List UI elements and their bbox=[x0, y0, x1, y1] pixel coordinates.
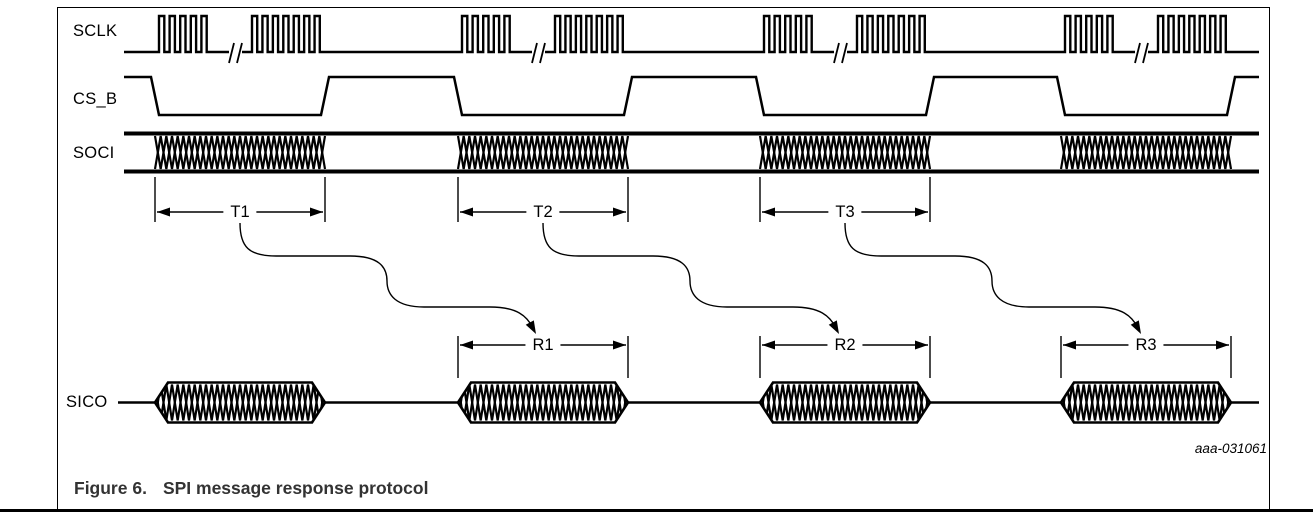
r1-interval-label: R1 bbox=[525, 334, 561, 356]
sico-waveform bbox=[118, 381, 1259, 424]
figure-number: Figure 6. bbox=[74, 478, 147, 498]
soci-waveform bbox=[124, 131, 1259, 174]
t-to-r-link-arrows bbox=[239, 222, 1141, 334]
t1-interval-label: T1 bbox=[223, 201, 257, 223]
figure-title: SPI message response protocol bbox=[162, 478, 429, 498]
figure-bottom-rule bbox=[0, 509, 1313, 512]
signal-label-sico: SICO bbox=[66, 393, 108, 411]
signal-label-cs-b: CS_B bbox=[73, 90, 118, 108]
signal-label-soci: SOCI bbox=[73, 144, 115, 162]
signal-label-sclk: SCLK bbox=[73, 22, 118, 40]
r3-interval-label: R3 bbox=[1128, 334, 1164, 356]
r2-interval-label: R2 bbox=[827, 334, 863, 356]
t2-interval-label: T2 bbox=[526, 201, 560, 223]
cs-b-waveform bbox=[124, 75, 1259, 117]
t3-interval-label: T3 bbox=[828, 201, 862, 223]
sclk-waveform bbox=[124, 14, 1259, 64]
figure-caption: Figure 6. SPI message response protocol bbox=[74, 478, 428, 499]
artwork-id: aaa-031061 bbox=[1194, 441, 1267, 456]
figure-border-box bbox=[57, 7, 1270, 512]
